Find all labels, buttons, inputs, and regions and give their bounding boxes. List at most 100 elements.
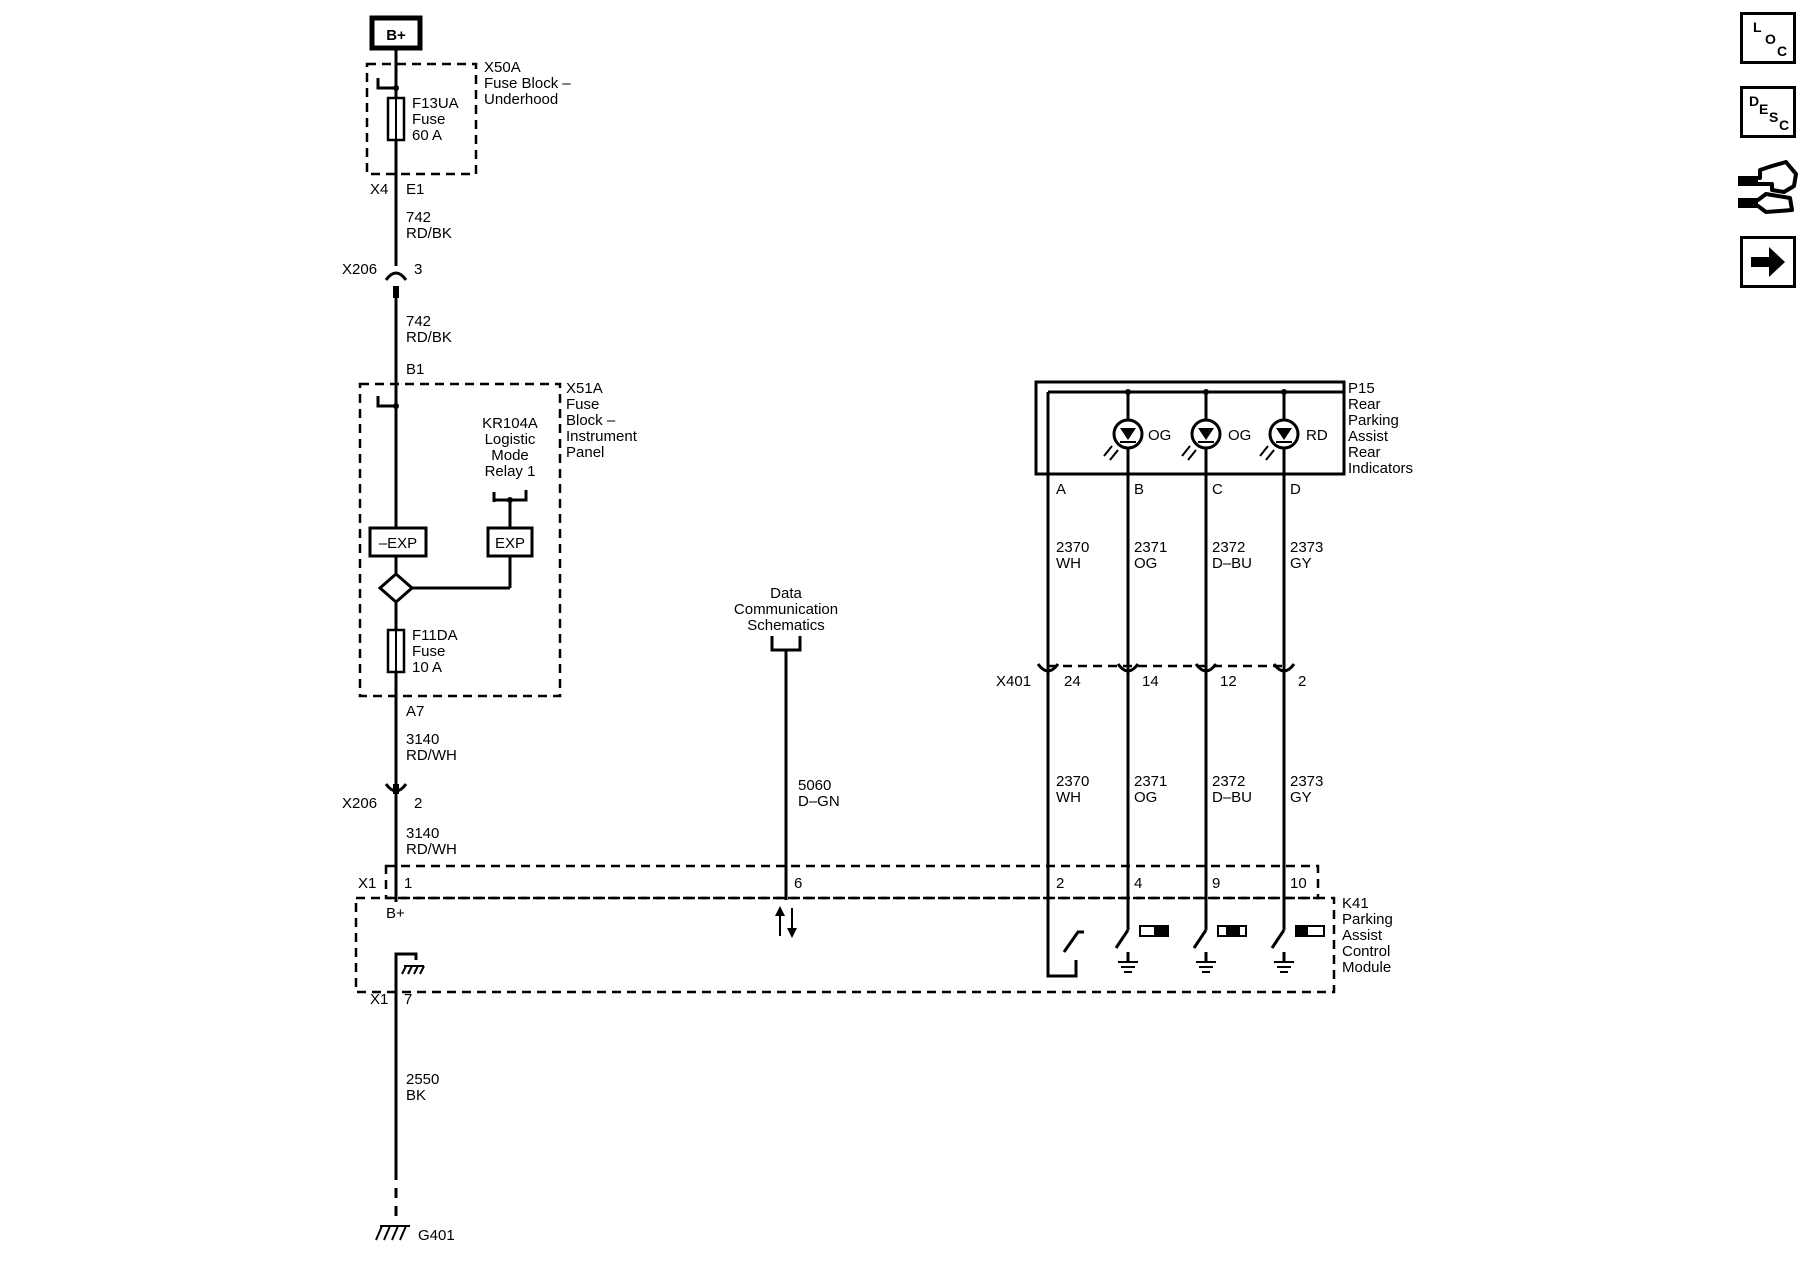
indicators-line1: Rear [1348,396,1381,413]
wire-2371-circuit-upper: 2371 [1134,539,1167,556]
ground-g401-label: G401 [418,1227,455,1244]
module-internal-ground-wire [394,952,418,992]
fuse-block-ip-line2: Block – [566,412,616,429]
wire-3140-circuit-upper: 3140 [406,731,439,748]
led-2-icon [1181,418,1222,461]
wire-3140-color-lower: RD/WH [406,841,457,858]
wire-5060-circuit: 5060 [798,777,831,794]
wire-2371-color-lower: OG [1134,789,1157,806]
wire-2373-circuit-lower: 2373 [1290,773,1323,790]
wire-2370-circuit-upper: 2370 [1056,539,1089,556]
module-pin-2: 2 [1056,875,1064,892]
description-letter-c: C [1779,117,1790,133]
wire-742-circuit-lower: 742 [406,313,431,330]
x401-label: X401 [996,673,1031,690]
fuse-block-ip-line3: Instrument [566,428,638,445]
indicator-pin-b: B [1134,481,1144,498]
module-bplus-label: B+ [386,905,405,922]
fuse-block-underhood-line1: Fuse Block – [484,75,571,92]
module-ground-pin-label: 7 [404,991,412,1008]
fuse-block-ip-line1: Fuse [566,396,599,413]
module-k41-outline [354,896,1336,994]
x401-pin-14: 14 [1142,673,1159,690]
location-letter-c: C [1777,43,1788,59]
fuse-block-underhood-line2: Underhood [484,91,558,108]
data-bidirectional-arrows-icon [775,906,797,938]
fuse-block-underhood-id: X50A [484,59,521,76]
switch-input-icon [1046,900,1084,978]
location-letter-o: O [1765,31,1776,47]
connector-end-view-icon[interactable] [1736,156,1800,218]
driver-2372-icon [1192,925,1247,973]
description-view-button[interactable]: D E S C [1740,86,1796,138]
ground-g401-icon [375,1225,410,1241]
wire-2373-circuit-upper: 2373 [1290,539,1323,556]
fuse-block-ip-line4: Panel [566,444,604,461]
x401-pin-24: 24 [1064,673,1081,690]
relay-line3: Relay 1 [485,463,536,480]
module-connector-x1-outline [384,864,1320,900]
data-comm-line3: Schematics [747,617,825,634]
indicators-outer-box [1034,380,1346,476]
location-letter-l: L [1753,19,1762,35]
x401-terminals-icon [1036,663,1296,673]
wire-2550-color: BK [406,1087,426,1104]
next-page-button[interactable] [1740,236,1796,288]
inline-connector-x206-pin2 [384,783,408,794]
led-1-color: OG [1148,427,1171,444]
fuse-f13ua-rating: 60 A [412,127,442,144]
wire-2372-color-upper: D–BU [1212,555,1252,572]
relay-line2: Mode [491,447,529,464]
x206-pin3-label: 3 [414,261,422,278]
location-view-button[interactable]: L O C [1740,12,1796,64]
wire-742-color-lower: RD/BK [406,329,452,346]
connector-x4-label: X4 [370,181,388,198]
relay-line1: Logistic [485,431,536,448]
x206-pin2-label: 2 [414,795,422,812]
led-2-color: OG [1228,427,1251,444]
indicators-line2: Parking [1348,412,1399,429]
data-comm-line1: Data [770,585,802,602]
fuse-f13ua-word: Fuse [412,111,445,128]
splice-diamond-icon [377,572,415,604]
wire-2372-circuit-lower: 2372 [1212,773,1245,790]
indicator-pin-d: D [1290,481,1301,498]
wire-2550-circuit: 2550 [406,1071,439,1088]
wire-742-circuit-upper: 742 [406,209,431,226]
data-comm-line2: Communication [734,601,838,618]
description-letter-e: E [1759,101,1769,117]
fuse-block-ip-id: X51A [566,380,603,397]
fuse-f11da-rating: 10 A [412,659,442,676]
indicator-pin-a: A [1056,481,1066,498]
x206-label-bottom: X206 [342,795,377,812]
fuse-f11da-id: F11DA [412,627,458,644]
wire-2371-circuit-lower: 2371 [1134,773,1167,790]
pin-a7-label: A7 [406,703,424,720]
exp-negative-label: –EXP [379,535,417,552]
x401-pin-2: 2 [1298,673,1306,690]
indicators-line5: Indicators [1348,460,1413,477]
module-line2: Assist [1342,927,1383,944]
x401-pin-12: 12 [1220,673,1237,690]
wire-2370-color-upper: WH [1056,555,1081,572]
wire-2372-color-lower: D–BU [1212,789,1252,806]
description-letter-d: D [1749,93,1760,109]
led-3-color: RD [1306,427,1328,444]
module-connector-x1-label: X1 [358,875,376,892]
module-pin-6: 6 [794,875,802,892]
wire-5060-color: D–GN [798,793,840,810]
description-letter-s: S [1769,109,1779,125]
wire-2371-color-upper: OG [1134,555,1157,572]
wire-3140-circuit-lower: 3140 [406,825,439,842]
indicators-line3: Assist [1348,428,1389,445]
module-pin-4: 4 [1134,875,1142,892]
wire-3140-color-upper: RD/WH [406,747,457,764]
relay-id: KR104A [482,415,538,432]
module-line3: Control [1342,943,1390,960]
wire-2373-color-upper: GY [1290,555,1312,572]
battery-positive-block: B+ [369,15,423,51]
pin-e1-label: E1 [406,181,424,198]
wire-2370-color-lower: WH [1056,789,1081,806]
module-chassis-ground-icon [401,965,425,975]
led-3-icon [1259,418,1300,461]
